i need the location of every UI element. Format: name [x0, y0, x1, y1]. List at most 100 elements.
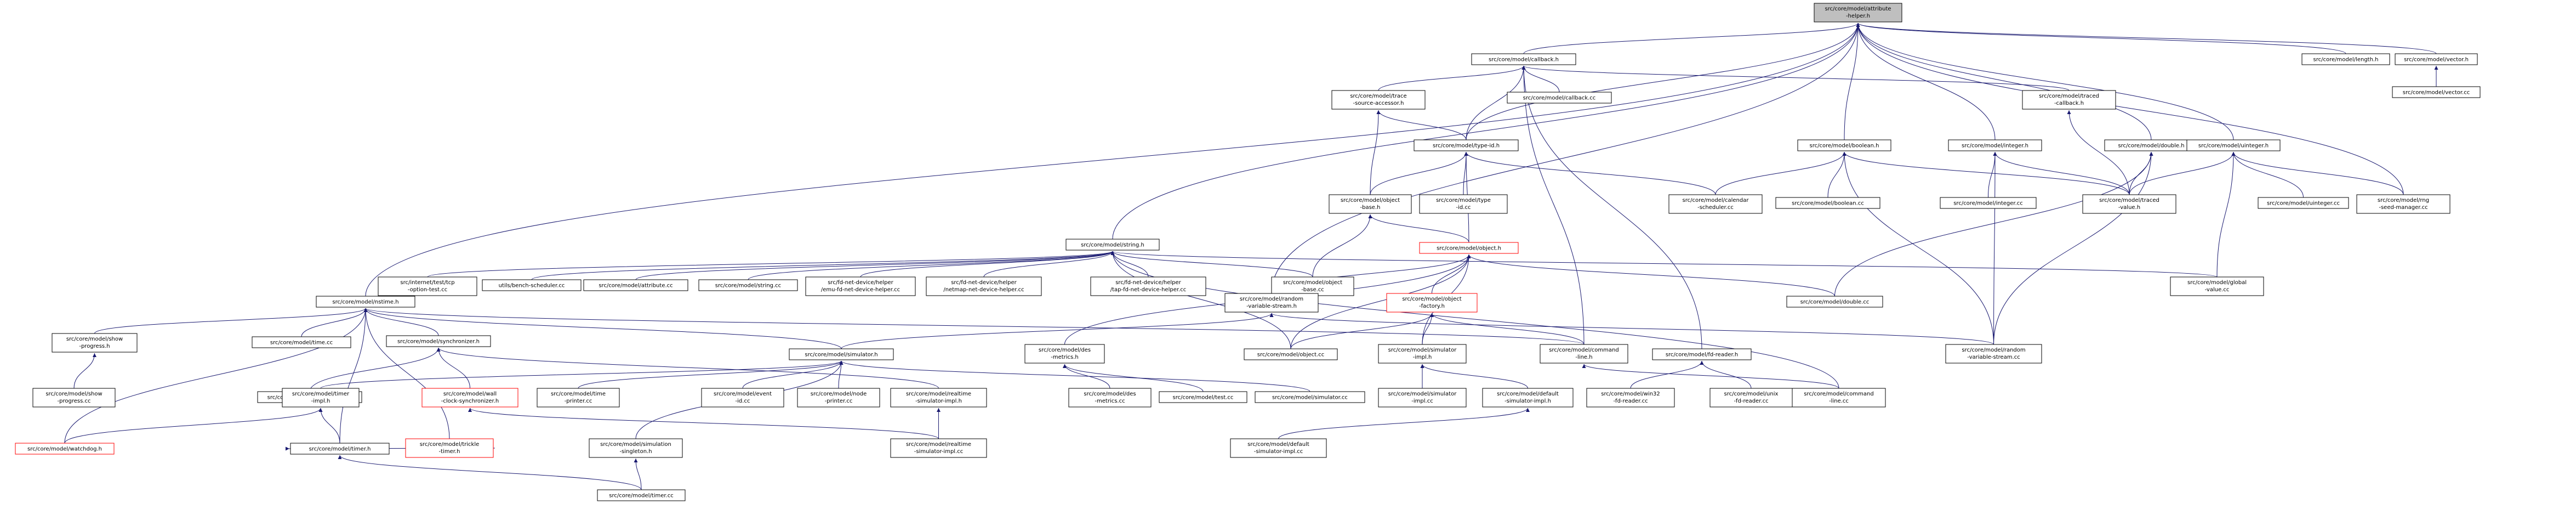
edge-emu-fd-cc-to-string-h: [860, 251, 1115, 278]
node-label: src/core/model/integer.h: [1962, 143, 2028, 149]
edge-object-base-cc-to-string-h: [1110, 251, 1313, 278]
node-default-impl-cc[interactable]: src/core/model/default-simulator-impl.cc: [1230, 438, 1327, 458]
node-label: src/internet/test/tcp: [400, 280, 454, 286]
node-sim-impl-h[interactable]: src/core/model/simulator-impl.h: [1378, 344, 1467, 364]
edge-command-line-h-to-nstime-h: [363, 308, 1585, 345]
node-label: src/core/model/default: [1497, 391, 1559, 397]
node-time-printer-cc[interactable]: src/core/model/time-printer.cc: [537, 388, 620, 408]
node-netmap-fd-cc[interactable]: src/fd-net-device/helper/netmap-net-devi…: [926, 276, 1042, 296]
node-string-h[interactable]: src/core/model/string.h: [1065, 239, 1160, 251]
node-uinteger-cc[interactable]: src/core/model/uinteger.cc: [2258, 197, 2349, 209]
node-callback-h[interactable]: src/core/model/callback.h: [1471, 53, 1576, 65]
node-string-cc[interactable]: src/core/model/string.cc: [698, 279, 798, 291]
node-watchdog-h[interactable]: src/core/model/watchdog.h: [15, 443, 115, 455]
node-command-line-h[interactable]: src/core/model/command-line.h: [1540, 344, 1628, 364]
node-integer-h[interactable]: src/core/model/integer.h: [1948, 139, 2042, 151]
node-timer-impl-h[interactable]: src/core/model/timer-impl.h: [282, 388, 360, 408]
node-label: src/core/model/win32: [1601, 391, 1660, 397]
node-box: [1482, 388, 1574, 408]
node-traced-value-h[interactable]: src/core/model/traced-value.h: [2082, 194, 2176, 214]
node-win32-fd-cc[interactable]: src/core/model/win32-fd-reader.cc: [1586, 388, 1675, 408]
edge-nstime-h-to-attr-h: [365, 22, 1860, 297]
node-time-cc[interactable]: src/core/model/time.cc: [252, 336, 351, 348]
edge-unix-fd-cc-to-fd-reader-h: [1700, 360, 1752, 389]
edge-trickle-h-to-nstime-h: [363, 308, 450, 439]
node-tap-fd-cc[interactable]: src/fd-net-device/helper/tap-fd-net-devi…: [1090, 276, 1206, 296]
node-default-impl-h[interactable]: src/core/model/default-simulator-impl.h: [1482, 388, 1574, 408]
node-label: -simulator-impl.h: [1504, 398, 1551, 404]
node-nstime-h[interactable]: src/core/model/nstime.h: [316, 296, 415, 308]
edge-default-impl-cc-to-default-impl-h: [1278, 408, 1530, 439]
edge-win32-fd-cc-to-fd-reader-h: [1630, 360, 1704, 389]
node-des-metrics-h[interactable]: src/core/model/des-metrics.h: [1024, 344, 1105, 364]
node-double-cc[interactable]: src/core/model/double.cc: [1786, 296, 1883, 308]
node-type-id-h[interactable]: src/core/model/type-id.h: [1414, 139, 1519, 151]
node-realtime-impl-cc[interactable]: src/core/model/realtime-simulator-impl.c…: [890, 438, 987, 458]
node-integer-cc[interactable]: src/core/model/integer.cc: [1940, 197, 2037, 209]
node-object-cc[interactable]: src/core/model/object.cc: [1244, 348, 1338, 360]
node-sim-singleton-h[interactable]: src/core/model/simulation-singleton.h: [589, 438, 683, 458]
node-object-base-h[interactable]: src/core/model/object-base.h: [1329, 194, 1412, 214]
node-object-h[interactable]: src/core/model/object.h: [1419, 242, 1519, 254]
edge-object-base-h-to-type-id-h: [1370, 151, 1468, 195]
node-global-value-cc[interactable]: src/core/model/global-value.cc: [2170, 276, 2264, 296]
edge-show-progress-cc-to-show-progress-h: [73, 353, 96, 389]
edge-random-var-cc-to-integer-h: [1993, 151, 1997, 345]
node-vector-h[interactable]: src/core/model/vector.h: [2395, 53, 2478, 65]
node-timer-cc[interactable]: src/core/model/timer.cc: [597, 489, 686, 501]
node-tcp-opt-cc[interactable]: src/internet/test/tcp-option-test.cc: [378, 276, 477, 296]
node-label: -variable-stream.cc: [1967, 354, 2020, 360]
node-random-var-h[interactable]: src/core/model/random-variable-stream.h: [1224, 293, 1319, 313]
node-box: [1024, 344, 1105, 364]
node-test-cc[interactable]: src/core/model/test.cc: [1159, 391, 1247, 403]
node-attribute-cc[interactable]: src/core/model/attribute.cc: [583, 279, 688, 291]
node-des-metrics-cc[interactable]: src/core/model/des-metrics.cc: [1068, 388, 1152, 408]
node-box: [805, 276, 916, 296]
node-event-id-cc[interactable]: src/core/model/event-id.cc: [701, 388, 784, 408]
node-simulator-cc[interactable]: src/core/model/simulator.cc: [1255, 391, 1365, 403]
node-object-base-cc[interactable]: src/core/model/object-base.cc: [1271, 276, 1354, 296]
node-random-var-cc[interactable]: src/core/model/random-variable-stream.cc: [1945, 344, 2042, 364]
node-simulator-h[interactable]: src/core/model/simulator.h: [789, 348, 894, 360]
node-unix-fd-cc[interactable]: src/core/model/unix-fd-reader.cc: [1709, 388, 1793, 408]
node-sim-impl-cc[interactable]: src/core/model/simulator-impl.cc: [1378, 388, 1467, 408]
node-trace-src-h[interactable]: src/core/model/trace-source-accessor.h: [1331, 90, 1426, 110]
node-box: [2258, 197, 2349, 209]
node-command-line-cc[interactable]: src/core/model/command-line.cc: [1792, 388, 1886, 408]
node-vector-cc[interactable]: src/core/model/vector.cc: [2392, 86, 2481, 98]
node-fd-reader-h[interactable]: src/core/model/fd-reader.h: [1652, 348, 1752, 360]
node-callback-cc[interactable]: src/core/model/callback.cc: [1507, 92, 1612, 104]
node-emu-fd-cc[interactable]: src/fd-net-device/helper/emu-fd-net-devi…: [805, 276, 916, 296]
node-trickle-h[interactable]: src/core/model/trickle-timer.h: [405, 438, 494, 458]
node-label: -printer.cc: [565, 398, 592, 404]
edge-timer-h-to-timer-impl-h: [318, 408, 340, 444]
node-realtime-impl-h[interactable]: src/core/model/realtime-simulator-impl.h: [890, 388, 987, 408]
node-rng-seed-cc[interactable]: src/core/model/rng-seed-manager.cc: [2356, 194, 2450, 214]
node-show-progress-cc[interactable]: src/core/model/show-progress.cc: [32, 388, 116, 408]
edge-timer-cc-to-timer-h: [338, 455, 642, 490]
node-boolean-cc[interactable]: src/core/model/boolean.cc: [1775, 197, 1880, 209]
node-box: [1386, 293, 1478, 313]
node-timer-h[interactable]: src/core/model/timer.h: [290, 443, 390, 455]
node-wall-clock-h[interactable]: src/core/model/wall-clock-synchronizer.h: [421, 388, 518, 408]
edge-type-id-h-to-callback-h: [1466, 65, 1526, 140]
node-object-factory-h[interactable]: src/core/model/object-factory.h: [1386, 293, 1478, 313]
node-length-h[interactable]: src/core/model/length.h: [2301, 53, 2390, 65]
node-label: src/core/model/simulation: [600, 442, 671, 448]
node-bench-cc[interactable]: utils/bench-scheduler.cc: [482, 279, 582, 291]
node-box: [1940, 197, 2037, 209]
node-double-h[interactable]: src/core/model/double.h: [2104, 139, 2198, 151]
node-calendar-cc[interactable]: src/core/model/calendar-scheduler.cc: [1668, 194, 1763, 214]
node-node-printer-cc[interactable]: src/core/model/node-printer.cc: [797, 388, 880, 408]
node-box: [1792, 388, 1886, 408]
edge-calendar-cc-to-type-id-h: [1464, 151, 1716, 195]
node-uinteger-h[interactable]: src/core/model/uinteger.h: [2186, 139, 2281, 151]
node-traced-cb-h[interactable]: src/core/model/traced-callback.h: [2022, 90, 2116, 110]
node-type-id-cc[interactable]: src/core/model/type-id.cc: [1419, 194, 1508, 214]
file-nodes: src/core/model/attribute-helper.h src/cor…: [15, 3, 2481, 501]
node-boolean-h[interactable]: src/core/model/boolean.h: [1797, 139, 1891, 151]
node-show-progress-h[interactable]: src/core/model/show-progress.h: [52, 333, 138, 353]
edge-wall-clock-h-to-synchronizer-h: [436, 347, 470, 389]
node-synchronizer-h[interactable]: src/core/model/synchronizer.h: [386, 335, 491, 347]
node-attr-h[interactable]: src/core/model/attribute-helper.h: [1814, 3, 1902, 22]
